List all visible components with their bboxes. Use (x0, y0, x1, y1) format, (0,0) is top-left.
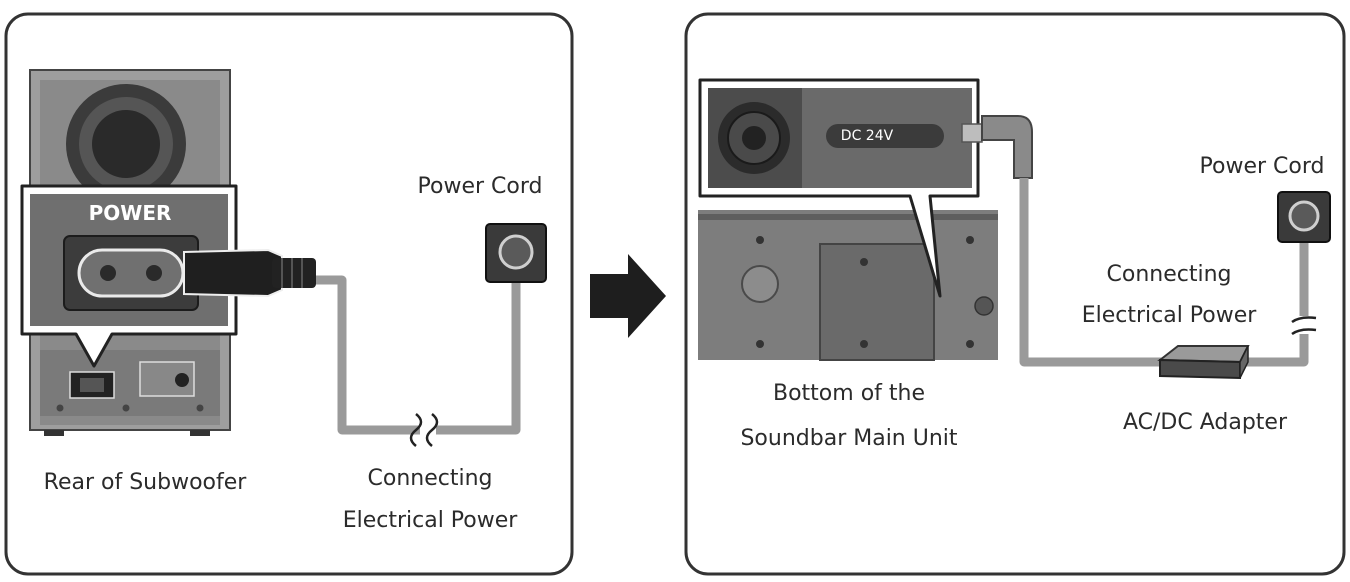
rear-subwoofer-label: Rear of Subwoofer (43, 470, 247, 495)
left-connecting-label-line1: Connecting (367, 466, 493, 491)
left-power-cord-label: Power Cord (417, 174, 543, 199)
ac-dc-adapter-label: AC/DC Adapter (1122, 410, 1287, 435)
arrow-right-icon (590, 254, 666, 338)
cable-break-icon (409, 413, 439, 447)
right-power-cable (1019, 178, 1309, 367)
ac-dc-adapter (1157, 345, 1250, 380)
left-power-cable (316, 268, 521, 435)
power-port-label: POWER (88, 201, 172, 225)
bottom-soundbar-label-line2: Soundbar Main Unit (740, 426, 958, 451)
bottom-soundbar-label-line1: Bottom of the (773, 381, 925, 406)
dc-port-label: DC 24V (840, 128, 894, 144)
right-power-cord-label: Power Cord (1199, 154, 1325, 179)
wall-outlet-icon (1277, 191, 1331, 243)
dc-plug-icon (961, 115, 1033, 179)
cable-break-icon (1291, 316, 1317, 336)
left-connecting-label-line2: Electrical Power (342, 508, 518, 533)
right-connecting-label-line1: Connecting (1106, 262, 1232, 287)
wall-outlet-icon (485, 223, 547, 283)
right-connecting-label-line2: Electrical Power (1081, 303, 1257, 328)
soundbar-bottom (698, 210, 998, 361)
power-plug-icon (183, 248, 316, 298)
dc-port-callout (698, 78, 980, 298)
